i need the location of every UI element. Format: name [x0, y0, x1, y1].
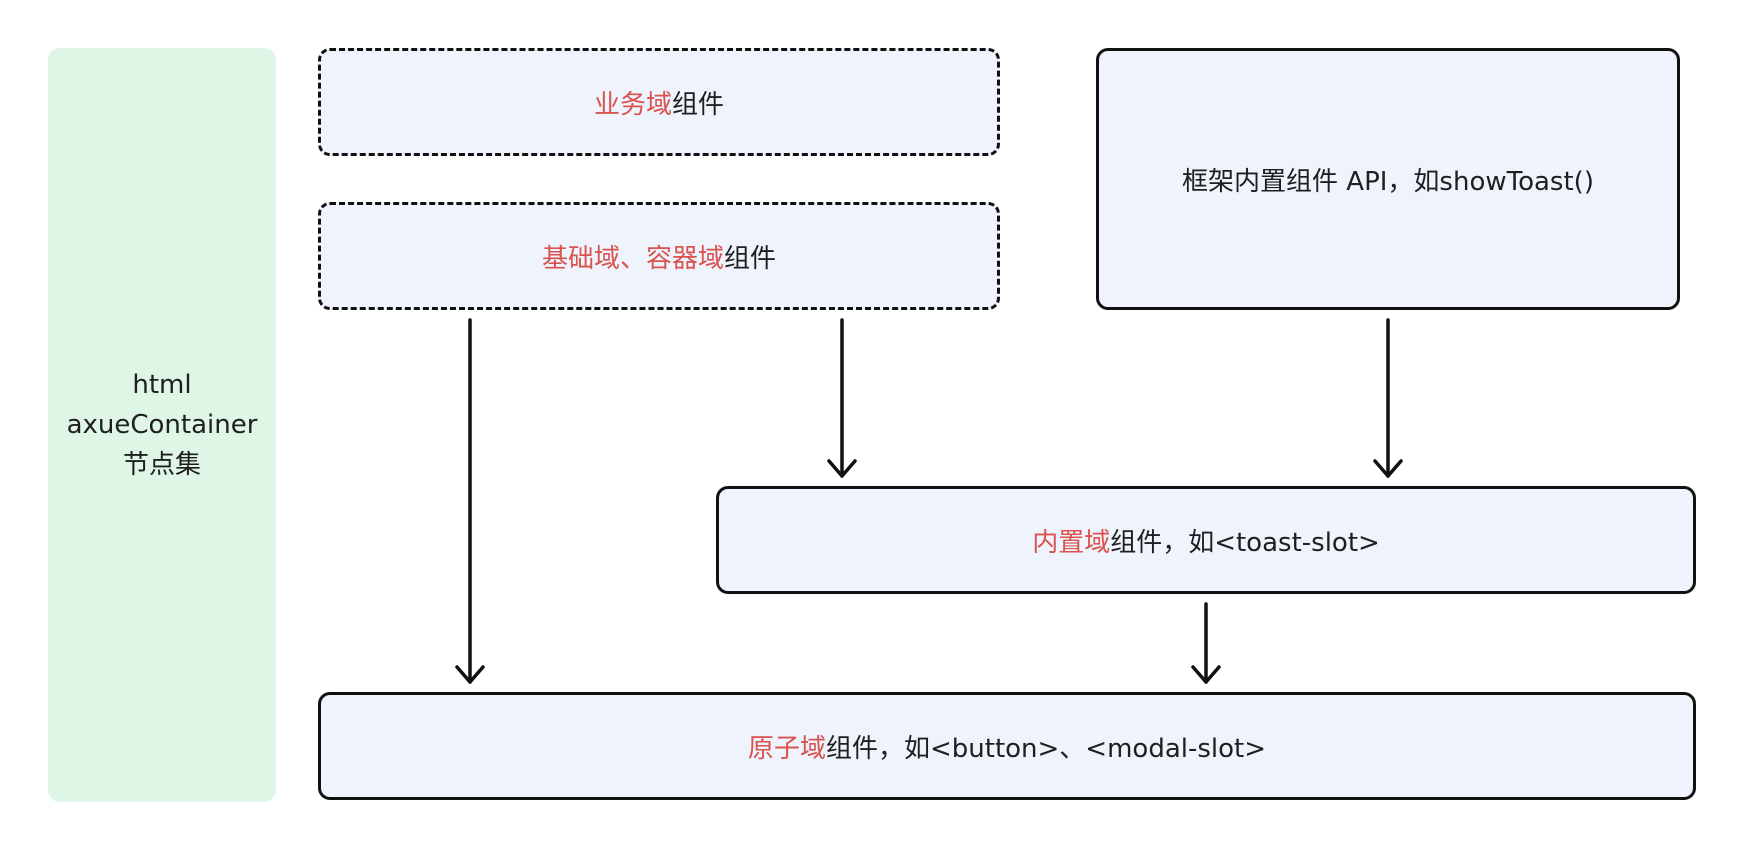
builtin-api-text: 框架内置组件 API，如showToast() [1182, 166, 1594, 197]
atomic-domain-text: 组件，如<button>、<modal-slot> [825, 733, 1267, 764]
business-domain-box: 业务域组件 [318, 48, 1000, 156]
arrow-base-to-atom [455, 318, 485, 684]
base-container-domain-box: 基础域、容器域组件 [318, 202, 1000, 310]
atomic-domain-box: 原子域组件，如<button>、<modal-slot> [318, 692, 1696, 800]
atomic-domain-highlight: 原子域 [747, 733, 826, 764]
node-set-line-container: axueContainer [66, 410, 258, 440]
arrow-builtin-to-atom [1191, 602, 1221, 684]
node-set-line-html: html [132, 370, 192, 400]
business-domain-text: 组件 [672, 89, 725, 120]
builtin-api-box: 框架内置组件 API，如showToast() [1096, 48, 1680, 310]
arrow-api-to-builtin [1373, 318, 1403, 478]
builtin-domain-box: 内置域组件，如<toast-slot> [716, 486, 1696, 594]
builtin-domain-text: 组件，如<toast-slot> [1110, 527, 1380, 558]
base-container-domain-text: 组件 [724, 243, 777, 274]
node-set-line-label: 节点集 [122, 450, 201, 480]
node-set-panel: html axueContainer 节点集 [48, 48, 276, 802]
base-container-domain-highlight: 基础域、容器域 [541, 243, 724, 274]
arrow-base-to-builtin [827, 318, 857, 478]
builtin-domain-highlight: 内置域 [1032, 527, 1111, 558]
business-domain-highlight: 业务域 [593, 89, 672, 120]
